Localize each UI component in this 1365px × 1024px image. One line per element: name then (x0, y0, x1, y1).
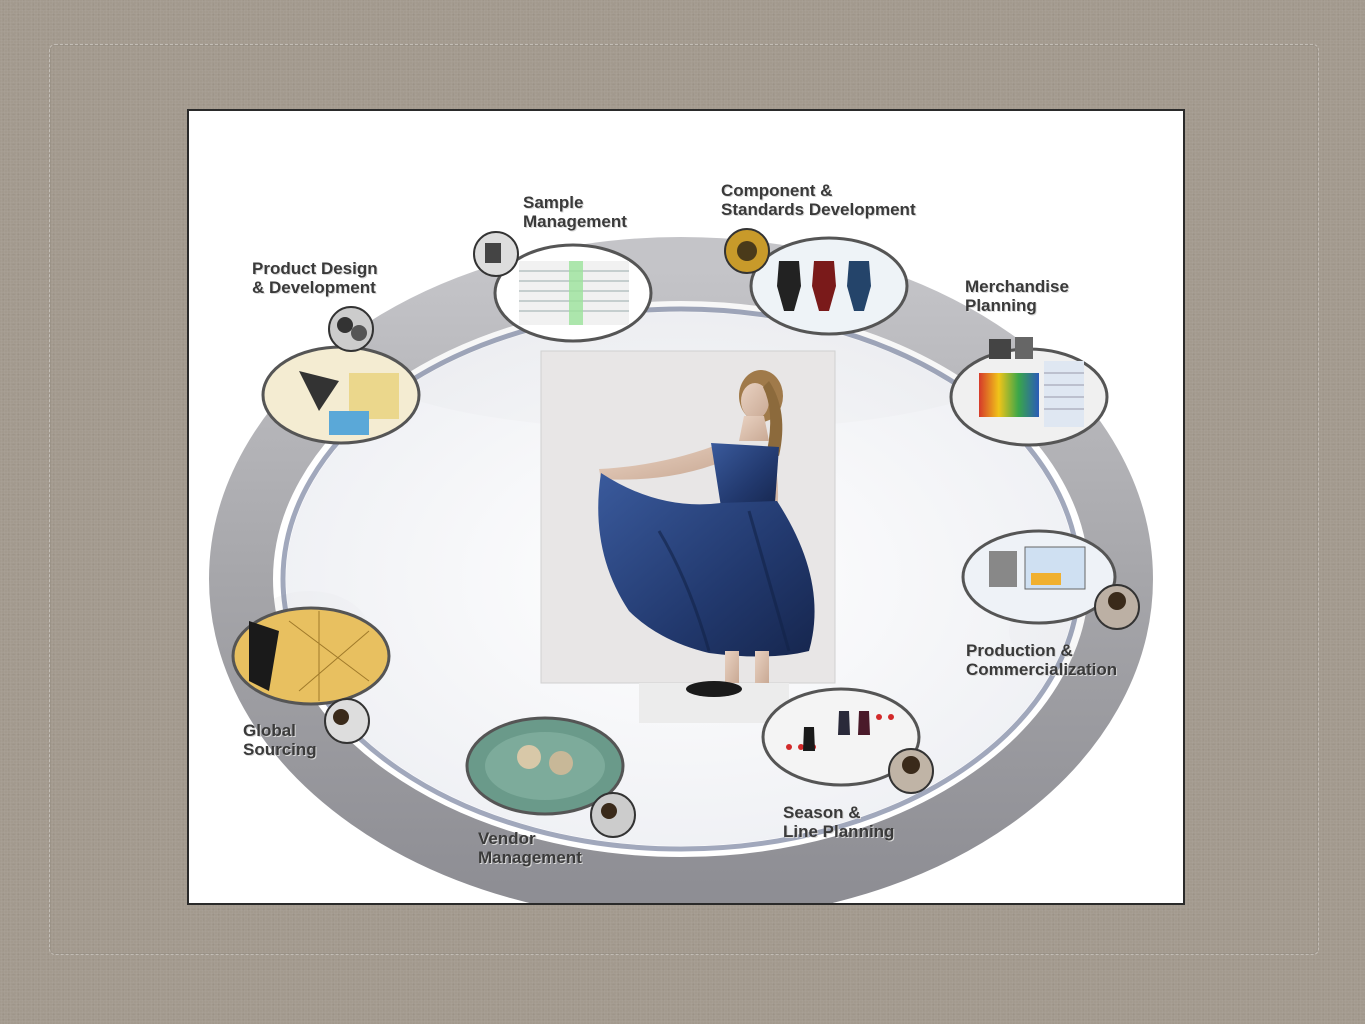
vendor-management-vignette (465, 716, 636, 838)
lifecycle-diagram (209, 228, 1153, 903)
stage-label-global-sourcing: Global Sourcing (243, 721, 317, 759)
stage-label-component-standards: Component & Standards Development (721, 181, 916, 219)
merchandise-planning-vignette (949, 337, 1109, 447)
sample-management-vignette (473, 231, 653, 343)
production-vignette (961, 529, 1140, 630)
product-design-vignette (261, 306, 421, 445)
stage-label-production-commercialization: Production & Commercialization (966, 641, 1118, 679)
model-photo (540, 350, 836, 723)
stage-label-merchandise-planning: Merchandise Planning (965, 277, 1069, 315)
diagram-image: Sample Management Component & Standards … (187, 109, 1185, 905)
season-planning-vignette (761, 687, 934, 794)
slide-panel (49, 44, 1319, 955)
global-sourcing-vignette (231, 606, 391, 744)
stage-label-vendor-management: Vendor Management (478, 829, 582, 867)
stage-label-product-design: Product Design & Development (252, 259, 378, 297)
stage-label-sample-management: Sample Management (523, 193, 627, 231)
stage-label-season-line-planning: Season & Line Planning (783, 803, 895, 841)
component-standards-vignette (724, 228, 909, 336)
